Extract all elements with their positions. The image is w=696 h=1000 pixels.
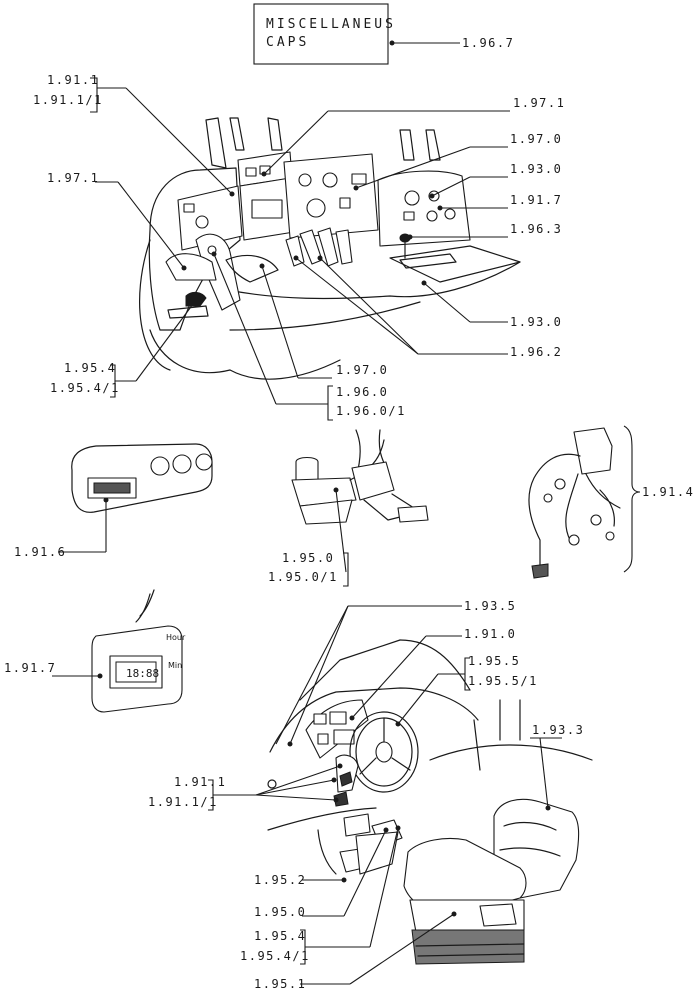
ref-label-1933[interactable]: 1.93.3	[532, 723, 584, 737]
ref-label-1967[interactable]: 1.96.7	[462, 36, 514, 50]
ref-label-1950[interactable]: 1.95.0	[282, 551, 334, 565]
meter-hour-label: Hour	[166, 633, 186, 642]
ref-label-1954b[interactable]: 1.95.4	[254, 929, 306, 943]
ref-label-1917a[interactable]: 1.91.7	[510, 193, 562, 207]
ref-label-1914[interactable]: 1.91.4	[642, 485, 694, 499]
ref-label-1971-left[interactable]: 1.97.1	[47, 171, 99, 185]
ref-label-19541[interactable]: 1.95.4/1	[50, 381, 120, 395]
ref-label-1930a[interactable]: 1.93.0	[510, 162, 562, 176]
upper-labels: 1.91.1 1.91.1/1 1.97.1 1.97.0 1.93.0 1.9…	[33, 73, 565, 421]
header-box: MISCELLANEUS CAPS 1.96.7	[253, 3, 514, 65]
ref-label-1917b[interactable]: 1.91.7	[4, 661, 56, 675]
ref-label-1970[interactable]: 1.97.0	[510, 132, 562, 146]
ref-label-19111[interactable]: 1.91.1/1	[33, 93, 103, 107]
ref-label-1930b[interactable]: 1.93.0	[510, 315, 562, 329]
meter-digits: 18:88	[126, 667, 159, 680]
ref-label-19541b[interactable]: 1.95.4/1	[240, 949, 310, 963]
ref-label-1916[interactable]: 1.91.6	[14, 545, 66, 559]
brake-cylinder-illustration	[291, 429, 429, 573]
gauge-panel-illustration	[58, 443, 213, 553]
ref-label-1963[interactable]: 1.96.3	[510, 222, 562, 236]
ref-label-1951[interactable]: 1.95.1	[254, 977, 306, 991]
ref-label-1962[interactable]: 1.96.2	[510, 345, 562, 359]
hour-meter-illustration: 18:88 Hour Min	[52, 589, 186, 713]
dashboard-illustration	[139, 117, 521, 380]
ref-label-19111b[interactable]: 1.91.1/1	[148, 795, 218, 809]
ref-label-1971[interactable]: 1.97.1	[513, 96, 565, 110]
ref-label-1970b[interactable]: 1.97.0	[336, 363, 388, 377]
ref-label-19551[interactable]: 1.95.5/1	[468, 674, 538, 688]
wiring-harness-illustration	[528, 427, 621, 579]
ref-label-1911b[interactable]: 1.91.1	[174, 775, 226, 789]
header-line2: CAPS	[266, 35, 309, 50]
ref-label-19501[interactable]: 1.95.0/1	[268, 570, 338, 584]
bracket-1914	[623, 425, 641, 573]
ref-label-1955[interactable]: 1.95.5	[468, 654, 520, 668]
ref-label-1935[interactable]: 1.93.5	[464, 599, 516, 613]
ref-label-1950b[interactable]: 1.95.0	[254, 905, 306, 919]
cab-interior-illustration	[267, 639, 593, 965]
ref-label-1960[interactable]: 1.96.0	[336, 385, 388, 399]
ref-label-1954[interactable]: 1.95.4	[64, 361, 116, 375]
ref-label-1911[interactable]: 1.91.1	[47, 73, 99, 87]
lower-labels: 1.93.5 1.91.0 1.95.5 1.95.5/1 1.93.3 1.9…	[148, 599, 584, 991]
ref-label-1910[interactable]: 1.91.0	[464, 627, 516, 641]
meter-min-label: Min	[168, 661, 182, 670]
header-line1: MISCELLANEUS	[266, 17, 396, 32]
ref-label-19601[interactable]: 1.96.0/1	[336, 404, 406, 418]
header-frame	[253, 3, 389, 65]
ref-label-1952[interactable]: 1.95.2	[254, 873, 306, 887]
